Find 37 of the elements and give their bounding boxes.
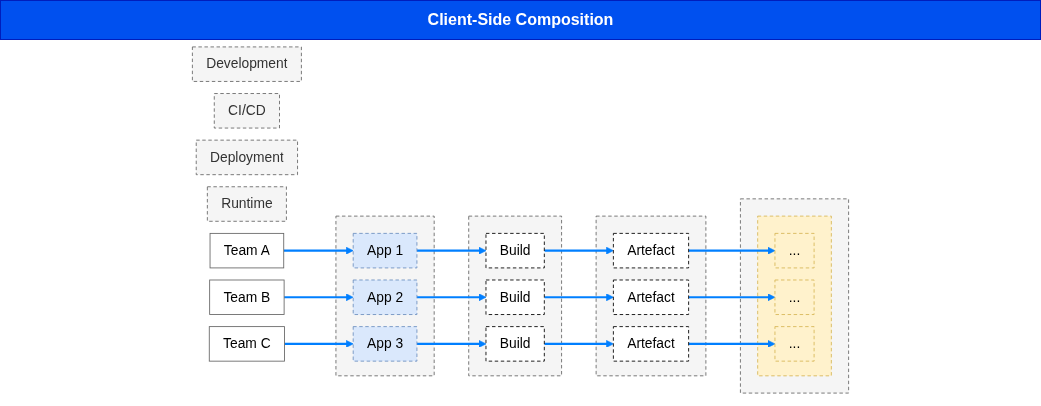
arrow [416, 246, 487, 255]
node-box: Team A [209, 232, 285, 269]
arrow [544, 293, 614, 302]
cluster [595, 215, 707, 377]
arrow [283, 246, 354, 255]
arrow [544, 246, 614, 255]
arrow [416, 293, 487, 302]
cluster [740, 198, 850, 394]
node-box: CI/CD [213, 93, 280, 129]
node-box: ... [774, 326, 815, 362]
node-box: ... [774, 232, 815, 269]
arrow [688, 340, 776, 348]
node-box: Team C [208, 326, 285, 362]
title-banner: Client-Side Composition [0, 0, 1041, 40]
node-box: ... [774, 279, 815, 315]
node-box: Runtime [206, 186, 287, 222]
arrow [416, 340, 487, 348]
node-box: App 1 [352, 232, 418, 269]
cluster [757, 215, 832, 377]
cluster [468, 215, 562, 377]
node-box: Team B [209, 279, 285, 315]
node-box: Artefact [612, 232, 690, 269]
node-box: Artefact [612, 326, 690, 362]
node-box: Artefact [612, 279, 690, 315]
arrow [284, 340, 354, 348]
node-box: Build [485, 232, 545, 269]
node-box: App 2 [352, 279, 418, 315]
node-box: App 3 [352, 326, 418, 362]
arrow [688, 293, 776, 302]
node-box: Deployment [195, 139, 298, 176]
arrow [688, 246, 776, 255]
node-box: Build [485, 326, 545, 362]
node-box: Build [485, 279, 545, 315]
arrow [284, 293, 354, 302]
cluster [335, 215, 435, 377]
arrow [544, 340, 614, 348]
node-box: Development [191, 46, 302, 82]
